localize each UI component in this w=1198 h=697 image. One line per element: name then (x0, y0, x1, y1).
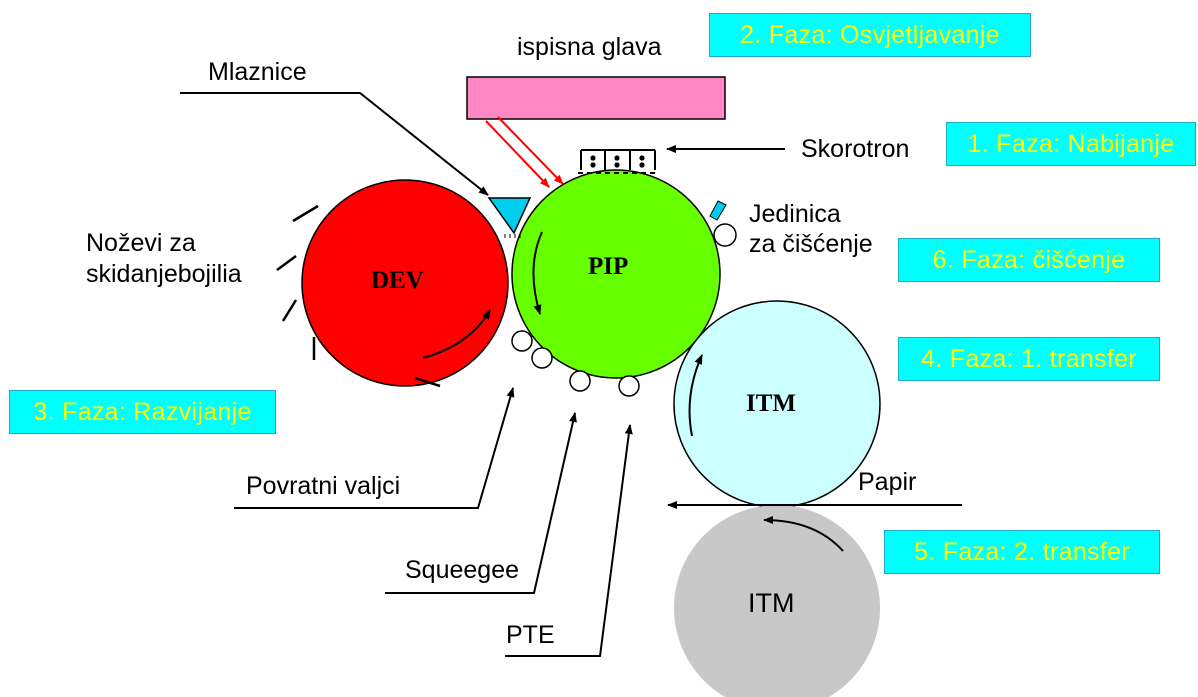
pip-drum (511, 169, 721, 379)
phase-2-box: 2. Faza: Osvjetljavanje (709, 13, 1031, 57)
phase-3-box: 3. Faza: Razvijanje (9, 390, 276, 434)
pte-label: PTE (506, 621, 555, 649)
scorotron-label: Skorotron (801, 135, 909, 163)
laser-beam-2 (497, 116, 564, 185)
print-head-label: ispisna glava (517, 33, 662, 61)
blades-label-line2: skidanjebojilia (86, 260, 242, 288)
itm-lower-rotation-arrow (763, 516, 844, 552)
cleaning-label-line2: za čišćenje (749, 230, 873, 258)
nozzles-label: Mlaznice (208, 58, 307, 86)
return-rollers-leader (234, 387, 515, 509)
laser-beam-1 (485, 120, 550, 188)
pte-leader (505, 424, 633, 657)
blades-label-line1: Noževi za (86, 229, 196, 257)
dev-blades (276, 204, 441, 388)
pip-rotation-arrow (532, 231, 543, 315)
cleaning-label-line1: Jedinica (749, 200, 841, 228)
cleaning-blade (709, 200, 727, 221)
itm-lower-drum (674, 505, 880, 697)
cleaning-roller (713, 223, 737, 247)
pip-label: PIP (588, 253, 628, 280)
itm-lower-label: ITM (748, 588, 795, 618)
phase-5-box: 5. Faza: 2. transfer (884, 530, 1160, 574)
return-rollers-label: Povratni valjci (246, 472, 400, 500)
small-rollers (511, 330, 640, 397)
paper-label: Papir (858, 468, 916, 496)
phase-6-box: 6. Faza: čišćenje (898, 238, 1160, 282)
itm-upper-label: ITM (746, 390, 796, 417)
phase-1-box: 1. Faza: Nabijanje (946, 122, 1196, 166)
phase-4-box: 4. Faza: 1. transfer (898, 337, 1160, 381)
nozzles-leader (180, 92, 489, 196)
scorotron (578, 149, 658, 174)
dev-rotation-arrow (422, 309, 491, 359)
dev-label: DEV (371, 267, 424, 294)
print-head (466, 76, 726, 120)
squeegee-leader (385, 412, 577, 594)
nozzle-triangle (487, 197, 532, 235)
squeegee-label: Squeegee (405, 556, 519, 584)
itm-upper-rotation-arrow (688, 354, 703, 437)
nozzle-tips (504, 234, 521, 238)
dev-drum (301, 179, 509, 387)
